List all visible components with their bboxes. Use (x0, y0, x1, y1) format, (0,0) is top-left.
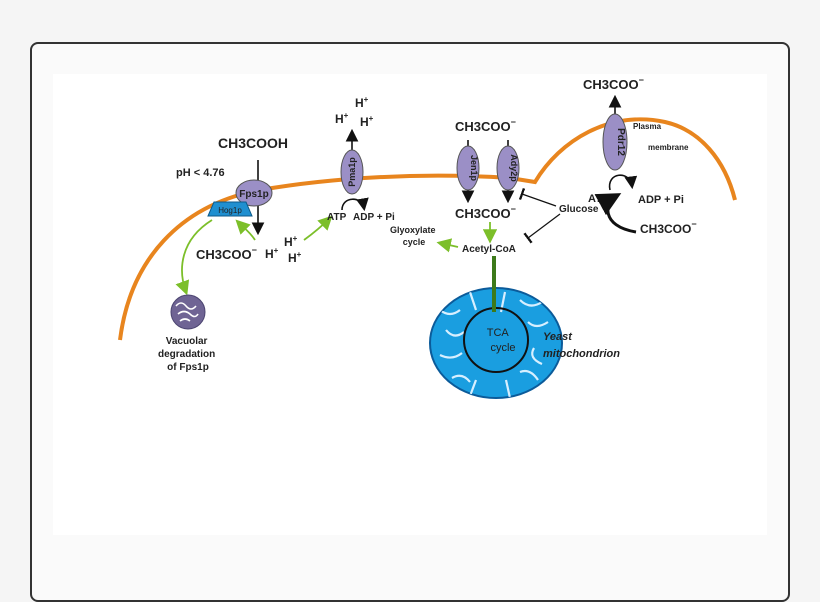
diagram-canvas (53, 74, 767, 535)
glucose-inhibit-acetylcoa (523, 213, 561, 244)
jen1p-transporter (456, 145, 480, 191)
atp-pdr-label: ATP (588, 193, 609, 205)
pma1p-atp-arc (341, 197, 369, 212)
hog1p-activation-arrow (235, 219, 256, 241)
pdr12-label: Pdr12 (615, 128, 626, 156)
ch3cooh-label: CH3COOH (218, 135, 288, 151)
ady2p-transporter (496, 145, 520, 191)
vacuolar-degradation-arrow (175, 219, 213, 296)
pma1p-label: Pma1p (347, 157, 357, 187)
acetate-inside-label: CH3COO− (455, 204, 516, 221)
adp-pma-label: ADP + Pi (353, 212, 395, 223)
acetate-right-label: CH3COO− (640, 219, 697, 236)
h-top-2-label: H+ (335, 111, 349, 126)
vacuole-icon (170, 294, 206, 330)
acetate-recycle-arrow (594, 193, 637, 234)
tca-cycle-label: TCA cycle (487, 327, 516, 354)
pma1p-pump (340, 149, 364, 195)
acetate-top-right-label: CH3COO− (583, 75, 644, 92)
acetyl-coa-label: Acetyl-CoA (462, 244, 516, 255)
h-mid-2-label: H+ (288, 250, 302, 265)
pdr12-atp-arc (608, 174, 638, 191)
proton-to-pma-arrow (303, 215, 333, 241)
adp-pdr-label: ADP + Pi (638, 194, 684, 206)
h-top-1-label: H+ (355, 95, 369, 110)
jen1p-label: Jen1p (469, 155, 479, 182)
ph-label: pH < 4.76 (176, 167, 225, 179)
hog1p-label: Hog1p (218, 206, 242, 215)
acetylcoa-to-glyoxylate-arrow (436, 238, 459, 253)
fps1p-transporter (235, 179, 273, 207)
acetate-stress-diagram: CH3COOH pH < 4.76 Fps1p Hog1p CH3COO− H+… (118, 75, 737, 399)
h-mid-1-label: H+ (284, 234, 298, 249)
yeast-mitochondrion-label: Yeast mitochondrion (543, 331, 620, 360)
acetate-top-mid-label: CH3COO− (455, 117, 516, 134)
ady2p-label: Ady2p (509, 154, 519, 182)
glucose-label: Glucose (559, 204, 599, 215)
glyoxylate-label: Glyoxylate cycle (390, 225, 438, 247)
glucose-inhibit-ady2p (518, 187, 557, 207)
atp-pma-label: ATP (327, 212, 347, 223)
h-left-label: H+ (265, 246, 279, 261)
h-top-3-label: H+ (360, 114, 374, 129)
hog1p-kinase (207, 201, 253, 217)
plasma-membrane-label: Plasma membrane (633, 122, 689, 152)
fps1p-label: Fps1p (239, 189, 268, 200)
acetate-left-label: CH3COO− (196, 245, 257, 262)
vacuolar-label: Vacuolar degradation of Fps1p (158, 336, 218, 373)
pdr12-pump (602, 113, 628, 171)
